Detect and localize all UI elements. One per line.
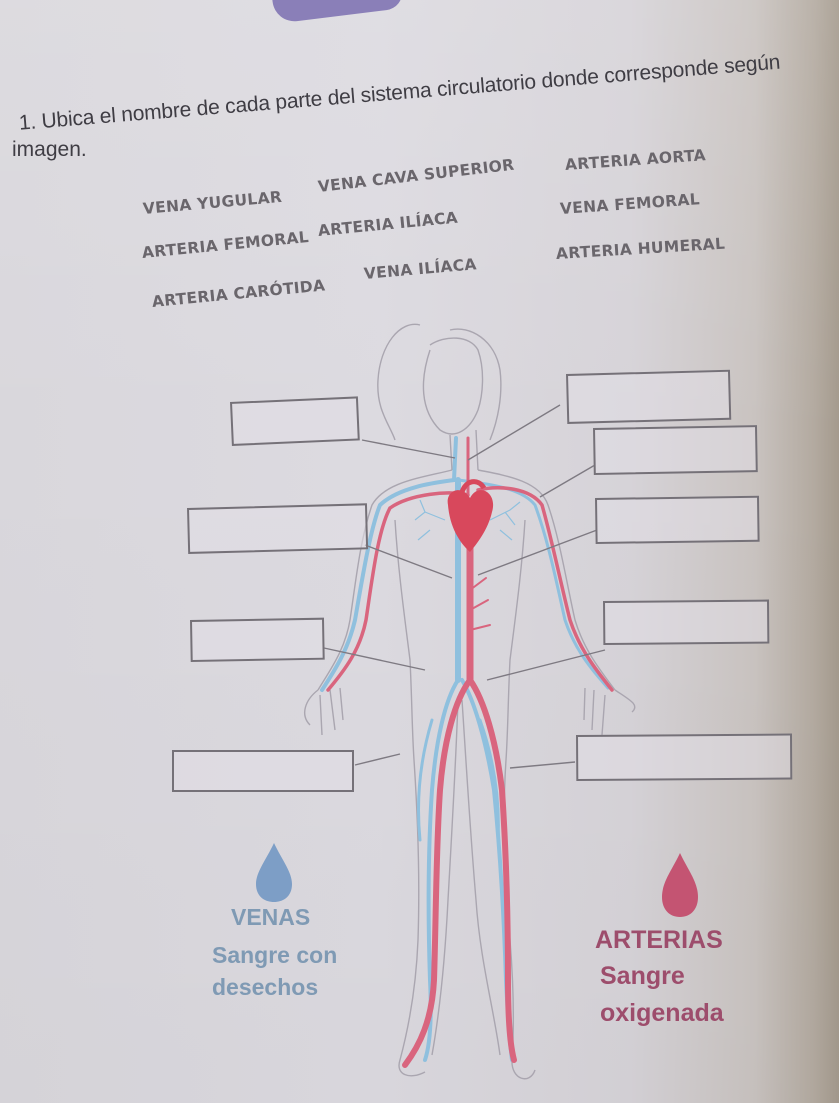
leader-lines [323,404,606,769]
answer-box-neck-left[interactable] [230,396,360,446]
blue-drop-icon [256,843,292,902]
answer-box-chest-left[interactable] [187,503,369,554]
answer-box-pelvis-left[interactable] [190,617,325,662]
instruction-text-continued: imagen. [12,138,87,161]
answer-box-thigh-right[interactable] [576,733,793,781]
answer-box-neck-right[interactable] [566,369,732,424]
answer-box-thigh-left[interactable] [172,750,354,792]
arterias-title: ARTERIAS [595,926,723,954]
arterias-line2: oxigenada [600,999,724,1027]
arterias-line1: Sangre [600,962,685,990]
lung-vessels [414,499,521,541]
venas-line2: desechos [212,974,319,1000]
body-outline [304,323,636,1080]
answer-box-arm-right[interactable] [595,495,760,544]
venas-line1: Sangre con [212,942,338,968]
answer-box-shoulder-right[interactable] [593,425,758,475]
red-drop-icon [662,853,698,917]
heart [447,479,494,552]
answer-box-pelvis-right[interactable] [603,599,770,645]
venas-title: VENAS [231,904,311,930]
